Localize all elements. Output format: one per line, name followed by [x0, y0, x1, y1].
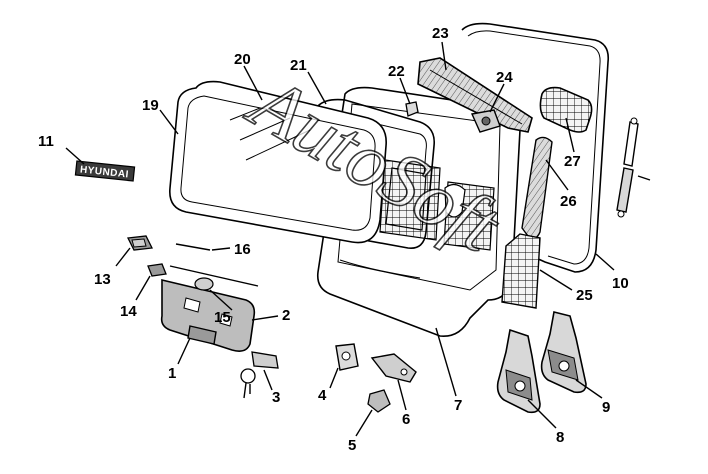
lock-cylinder — [240, 351, 279, 399]
license-garnish — [160, 278, 256, 352]
callout-2: 2 — [282, 307, 290, 324]
latch-switch-lower — [147, 263, 167, 277]
callout-9: 9 — [602, 399, 610, 416]
upper-spoiler-trim — [417, 57, 533, 133]
callout-15: 15 — [214, 309, 231, 326]
callout-6: 6 — [402, 411, 410, 428]
callout-19: 20 — [234, 51, 251, 68]
callout-20: 21 — [290, 57, 307, 74]
plate-lamp — [194, 277, 214, 291]
high-mount-lamp — [470, 109, 501, 133]
outer-handle — [187, 325, 217, 345]
leader-lines — [65, 41, 651, 437]
callout-11: 11 — [38, 133, 54, 150]
upper-clip — [405, 101, 419, 117]
callout-26: 27 — [564, 153, 581, 170]
back-window-glass — [169, 80, 387, 244]
striker — [367, 389, 391, 413]
callout-3: 3 — [272, 389, 280, 406]
door-actuator — [335, 343, 359, 371]
lamp-housing — [539, 86, 593, 133]
callout-1: 1 — [168, 365, 176, 382]
callout-18: 19 — [142, 97, 159, 114]
hyundai-emblem: HYUNDAI — [74, 160, 136, 182]
grid-panel — [501, 233, 541, 309]
tail-lamp-lower — [496, 328, 541, 414]
callout-10: 10 — [612, 275, 629, 292]
callout-25: 26 — [560, 193, 577, 210]
callout-24: 25 — [576, 287, 593, 304]
callout-4: 4 — [318, 387, 327, 404]
gas-strut — [616, 117, 639, 218]
callout-23: 24 — [496, 69, 513, 86]
callout-22: 23 — [432, 25, 449, 42]
side-molding-strip — [521, 136, 553, 239]
callout-14: 14 — [120, 303, 137, 320]
latch-assembly — [370, 353, 417, 383]
rear-glass-outline — [461, 22, 610, 273]
part-labels: 11 19 20 21 22 23 24 27 26 10 25 16 13 1… — [38, 25, 629, 454]
control-rod — [169, 243, 259, 287]
tail-lamp-upper — [540, 311, 587, 394]
glass-seal-frame — [317, 98, 436, 249]
emblem-text: HYUNDAI — [79, 164, 129, 180]
callout-21: 22 — [388, 63, 405, 80]
latch-switch-upper — [127, 235, 153, 251]
callout-5: 5 — [348, 437, 356, 454]
callout-13: 13 — [94, 271, 111, 288]
callout-7: 7 — [454, 397, 462, 414]
callout-8: 8 — [556, 429, 564, 446]
callout-16: 16 — [234, 241, 251, 258]
